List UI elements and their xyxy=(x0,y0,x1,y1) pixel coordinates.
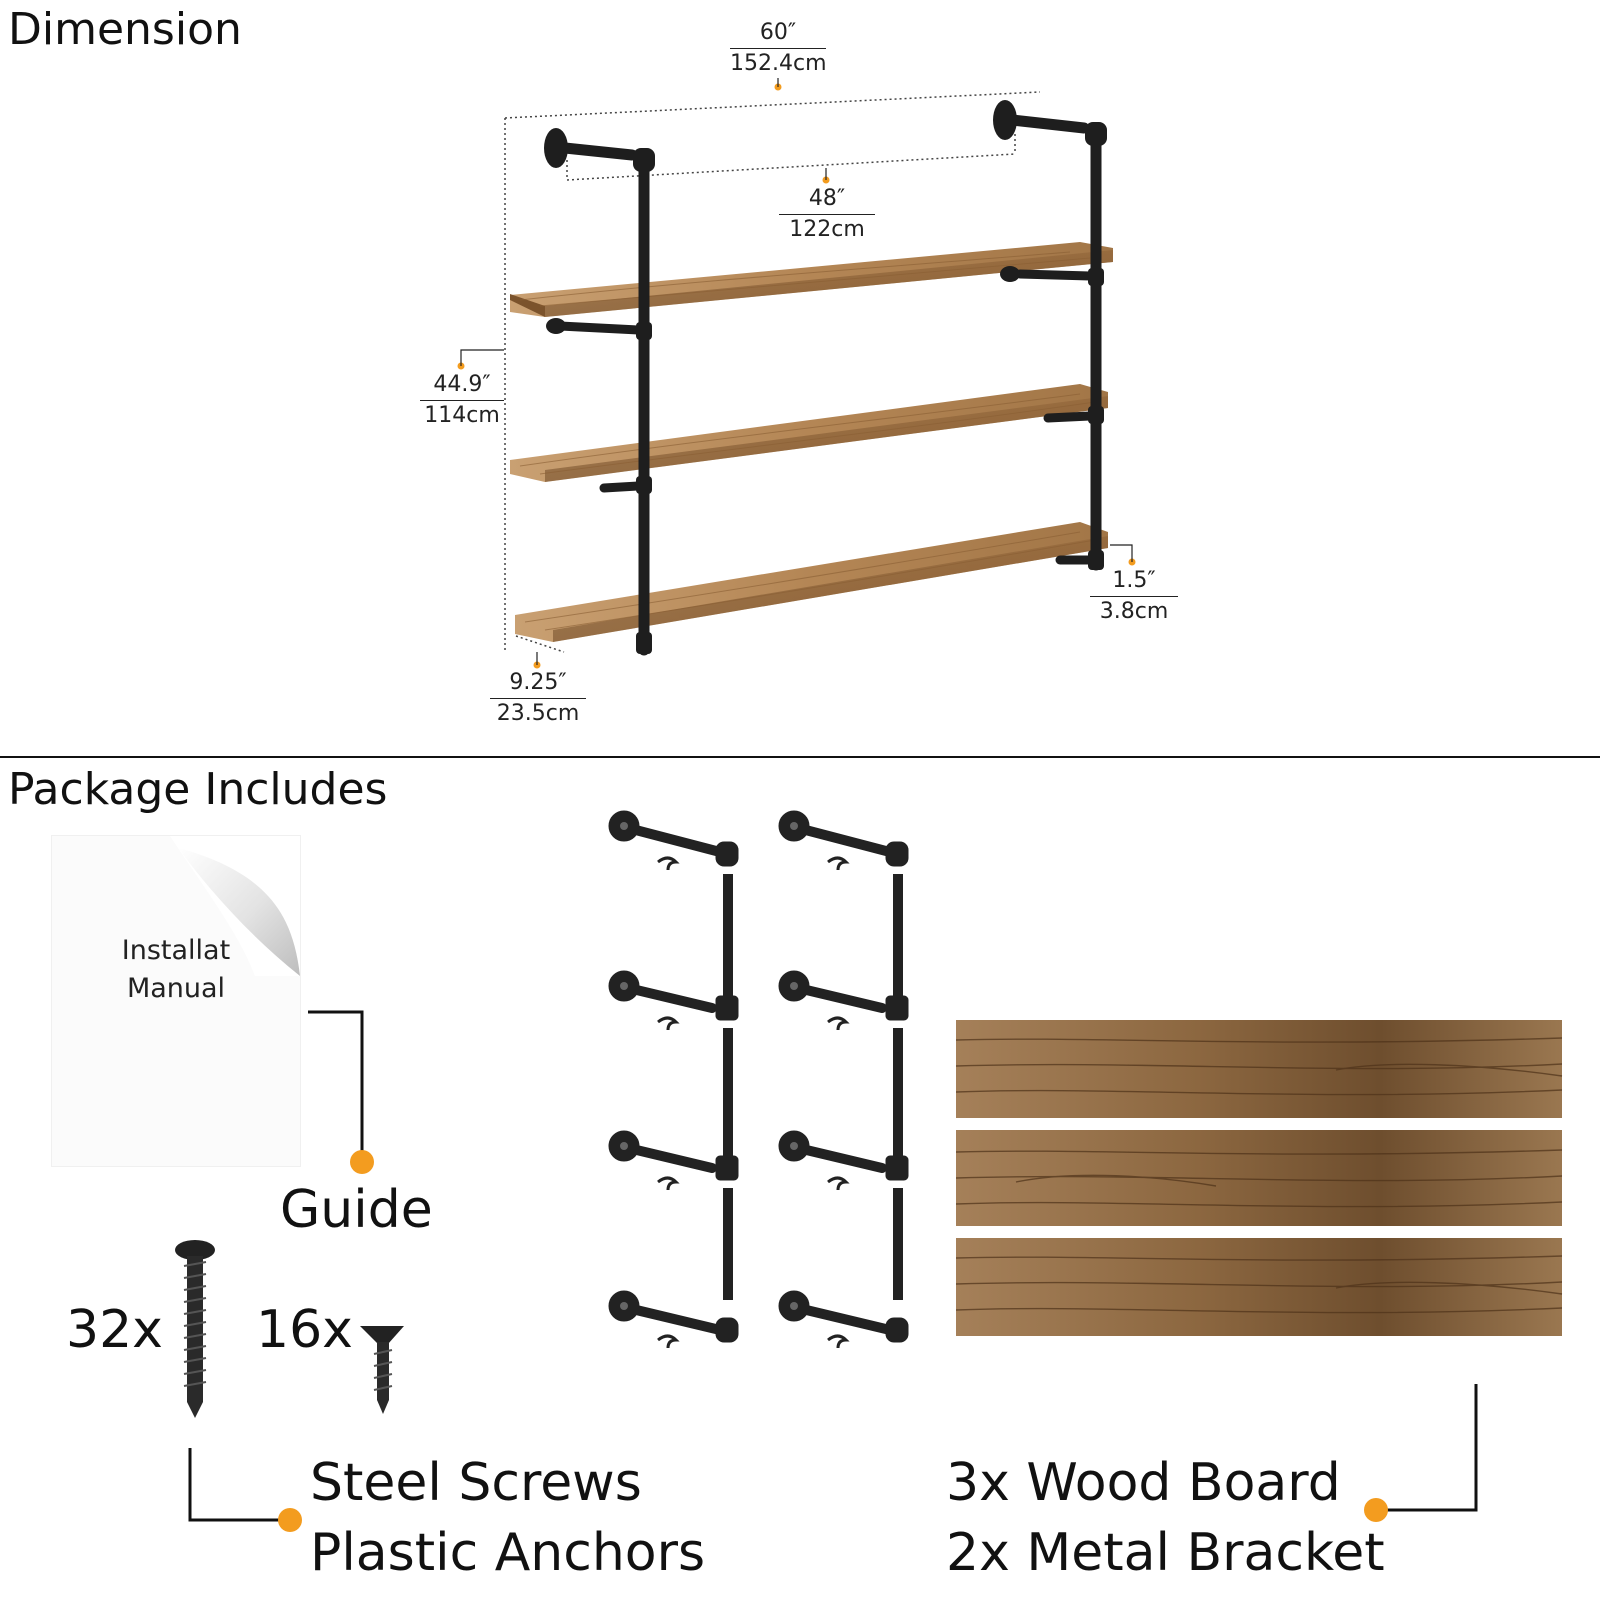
boards-connector xyxy=(1364,1384,1478,1522)
dim-thickness-in: 1.5″ xyxy=(1090,568,1178,597)
screws-connector xyxy=(188,1448,302,1532)
dim-height-in: 44.9″ xyxy=(420,372,504,401)
dim-overall-width-cm: 152.4cm xyxy=(730,51,827,76)
shelf-boards xyxy=(510,242,1113,642)
dim-depth-in: 9.25″ xyxy=(490,670,586,699)
shelf-illustration xyxy=(457,78,1136,669)
wood-board-1 xyxy=(955,1020,1563,1118)
dim-overall-width-in: 60″ xyxy=(730,20,826,49)
dimension-guides xyxy=(504,91,1041,653)
screw-count: 32x xyxy=(66,1300,163,1360)
wood-boards xyxy=(955,1020,1563,1336)
boards-label-line2: 2x Metal Bracket xyxy=(946,1523,1385,1583)
guide-connector xyxy=(308,1010,374,1174)
dim-height-cm: 114cm xyxy=(424,403,500,428)
dimension-bracket-spacing: 48″ 122cm xyxy=(779,186,875,245)
guide-label: Guide xyxy=(280,1180,433,1240)
manual-page-curl xyxy=(170,836,300,976)
section-divider xyxy=(0,756,1600,758)
manual-text-line1: Installat xyxy=(121,935,231,966)
wood-board-3 xyxy=(955,1238,1563,1336)
dimension-height: 44.9″ 114cm xyxy=(420,372,504,431)
manual-text-line2: Manual xyxy=(126,973,226,1004)
dimension-overall-width: 60″ 152.4cm xyxy=(730,20,827,79)
screws-label: Steel Screws Plastic Anchors xyxy=(310,1448,705,1588)
dim-bracket-spacing-in: 48″ xyxy=(779,186,875,215)
dimension-depth: 9.25″ 23.5cm xyxy=(490,670,586,729)
boards-label-line1: 3x Wood Board xyxy=(946,1453,1341,1513)
pipe-fittings xyxy=(544,100,1107,654)
package-title: Package Includes xyxy=(8,764,388,815)
wood-board-2 xyxy=(955,1130,1563,1226)
dim-thickness-cm: 3.8cm xyxy=(1099,599,1169,624)
dimension-thickness: 1.5″ 3.8cm xyxy=(1090,568,1178,627)
anchor-icon xyxy=(360,1326,404,1414)
pipe-brackets xyxy=(555,114,1102,656)
screws-label-line2: Plastic Anchors xyxy=(310,1523,706,1583)
manual-text: Installat Manual xyxy=(52,932,300,1008)
dim-depth-cm: 23.5cm xyxy=(496,701,580,726)
dim-bracket-spacing-cm: 122cm xyxy=(789,217,865,242)
marker-leaders xyxy=(460,78,1133,665)
metal-bracket-parts xyxy=(608,800,960,1360)
screws-label-line1: Steel Screws xyxy=(310,1453,642,1513)
anchor-count: 16x xyxy=(256,1300,353,1360)
screw-icon xyxy=(175,1240,215,1418)
dimension-title: Dimension xyxy=(8,4,242,55)
boards-label: 3x Wood Board 2x Metal Bracket xyxy=(946,1448,1385,1588)
